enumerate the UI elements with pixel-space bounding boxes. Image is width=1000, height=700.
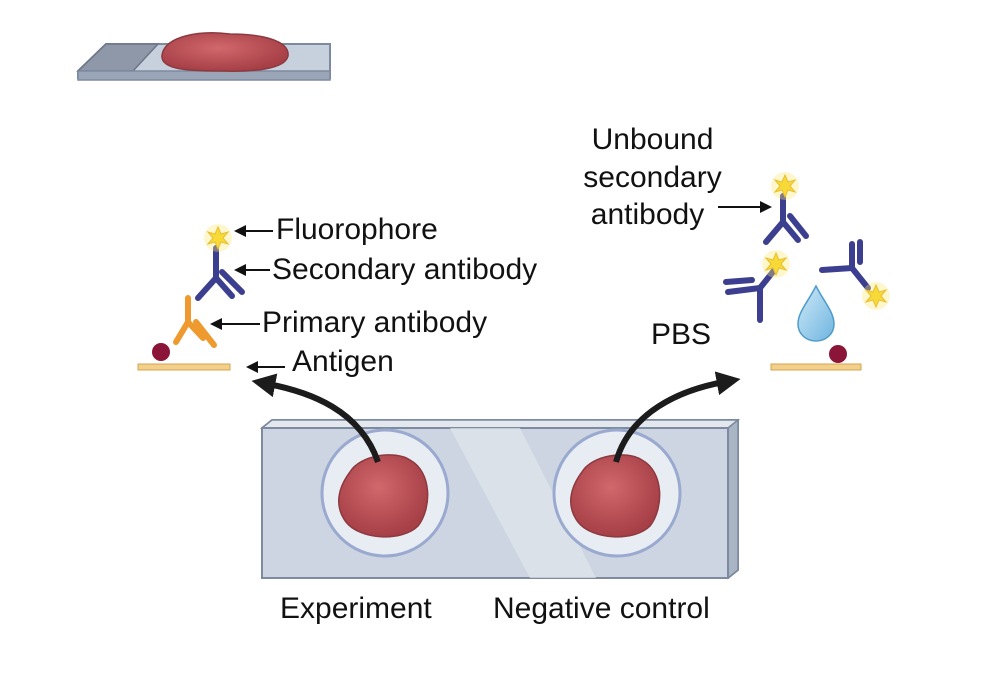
antigen-icon-right [829, 345, 847, 363]
label-experiment: Experiment [280, 592, 432, 625]
label-secondary-antibody: Secondary antibody [272, 253, 538, 286]
primary-antibody-icon [173, 295, 217, 348]
label-unbound-line1: Unbound [591, 123, 714, 156]
surface-left [137, 363, 231, 371]
label-unbound-line2: secondary [583, 161, 722, 194]
curved-arrow-icon-right [613, 371, 741, 463]
tissue-slide-icon [76, 32, 331, 81]
label-pbs: PBS [651, 318, 712, 351]
curved-arrow-icon-left [251, 373, 381, 463]
antigen-icon [152, 343, 170, 361]
surface-right [770, 363, 862, 371]
label-pointers-left [210, 225, 285, 373]
label-unbound-line3: antibody [590, 198, 705, 231]
label-antigen: Antigen [292, 345, 394, 378]
negative-control-well [552, 428, 682, 558]
experiment-well [320, 428, 450, 558]
secondary-antibody-icon [195, 245, 245, 301]
label-fluorophore: Fluorophore [276, 213, 438, 246]
label-negative-control: Negative control [493, 592, 710, 625]
fluorophore-icon [203, 223, 233, 253]
pbs-droplet-icon [797, 284, 835, 342]
experiment-antibody-complex [137, 223, 245, 371]
unbound-antibodies [723, 171, 891, 323]
label-primary-antibody: Primary antibody [262, 306, 488, 339]
